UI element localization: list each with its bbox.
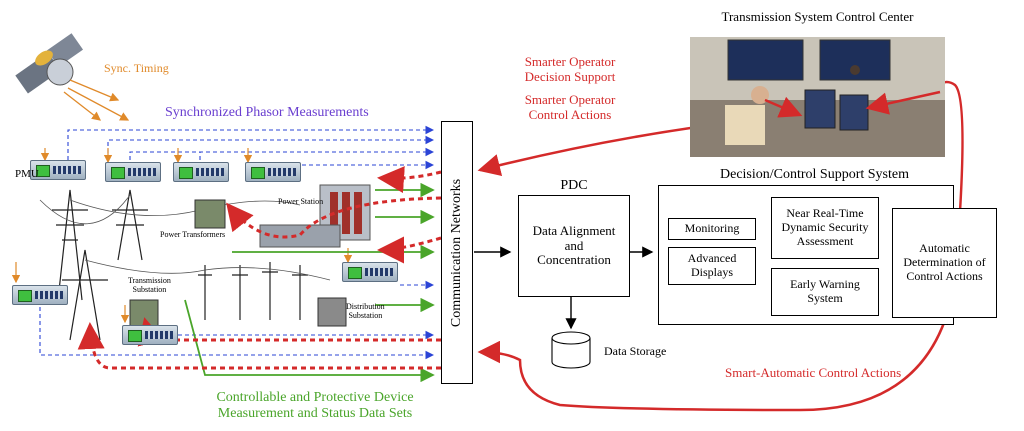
early-line2: System bbox=[807, 291, 843, 305]
transmission-substation-line2: Substation bbox=[132, 285, 167, 295]
pmu-device-icon bbox=[342, 262, 398, 282]
transmission-tower-icon bbox=[52, 189, 308, 341]
satellite-icon bbox=[15, 33, 84, 94]
near-line3: Assessment bbox=[796, 233, 854, 248]
distribution-substation-line2: Substation bbox=[348, 311, 383, 321]
distribution-substation-line1: Distribution bbox=[346, 302, 385, 311]
early-warning-box: Early Warning System bbox=[771, 268, 879, 316]
pdc-box: Data Alignment and Concentration bbox=[518, 195, 630, 297]
monitoring-box: Monitoring bbox=[668, 218, 756, 240]
power-transformers-label: Power Transformers bbox=[160, 230, 226, 239]
power-transformer-icon bbox=[129, 199, 347, 327]
synchronized-phasor-label: Synchronized Phasor Measurements bbox=[165, 105, 369, 120]
data-storage-label: Data Storage bbox=[604, 344, 667, 358]
control-center-photo-icon bbox=[690, 37, 945, 157]
controllable-devices-label: Controllable and Protective Device Measu… bbox=[190, 390, 440, 422]
pmu-device-icon bbox=[122, 325, 178, 345]
smarter-control-line1: Smarter Operator bbox=[524, 92, 616, 107]
controllable-line1: Controllable and Protective Device bbox=[216, 390, 414, 405]
auto-line3: Control Actions bbox=[906, 268, 983, 283]
controllable-line2: Measurement and Status Data Sets bbox=[217, 406, 413, 422]
near-real-time-box: Near Real-Time Dynamic Security Assessme… bbox=[771, 197, 879, 259]
pdc-line2: and bbox=[564, 237, 584, 253]
control-center-title: Transmission System Control Center bbox=[721, 9, 914, 24]
pdc-line3: Concentration bbox=[537, 252, 611, 268]
near-line1: Near Real-Time bbox=[786, 206, 864, 221]
smarter-decision-line1: Smarter Operator bbox=[524, 54, 616, 69]
auto-line1: Automatic bbox=[919, 241, 970, 256]
pmu-device-icon bbox=[173, 162, 229, 182]
pmu-label: PMU bbox=[15, 168, 39, 180]
smart-automatic-label: Smart-Automatic Control Actions bbox=[725, 365, 902, 380]
communication-networks-box: Communication Networks bbox=[441, 121, 473, 384]
near-line2: Dynamic Security bbox=[781, 220, 869, 235]
pmu-device-icon bbox=[12, 285, 68, 305]
transmission-substation-label: Transmission Substation bbox=[128, 276, 171, 294]
advanced-line2: Displays bbox=[691, 265, 733, 279]
early-line1: Early Warning bbox=[790, 277, 860, 292]
sync-timing-label: Sync. Timing bbox=[104, 61, 169, 75]
pmu-device-icon bbox=[30, 160, 86, 180]
automatic-determination-box: Automatic Determination of Control Actio… bbox=[892, 208, 997, 318]
transmission-substation-line1: Transmission bbox=[128, 276, 171, 285]
smarter-control-line2: Control Actions bbox=[528, 106, 612, 122]
smarter-decision-label: Smarter Operator Decision Support bbox=[505, 54, 635, 85]
data-storage-cylinder-icon bbox=[551, 331, 591, 369]
communication-networks-label: Communication Networks bbox=[449, 178, 464, 327]
smarter-decision-line2: Decision Support bbox=[524, 68, 616, 84]
advanced-line1: Advanced bbox=[687, 251, 737, 266]
pdc-label: PDC bbox=[560, 178, 588, 193]
decision-system-title: Decision/Control Support System bbox=[720, 167, 909, 182]
smarter-control-label: Smarter Operator Control Actions bbox=[505, 92, 635, 123]
auto-line2: Determination of bbox=[903, 255, 986, 270]
pmu-device-icon bbox=[245, 162, 301, 182]
power-station-label: Power Station bbox=[278, 197, 324, 206]
pdc-line1: Data Alignment bbox=[532, 222, 616, 238]
advanced-displays-box: Advanced Displays bbox=[668, 247, 756, 285]
pmu-device-icon bbox=[105, 162, 161, 182]
distribution-substation-label: Distribution Substation bbox=[346, 302, 385, 320]
